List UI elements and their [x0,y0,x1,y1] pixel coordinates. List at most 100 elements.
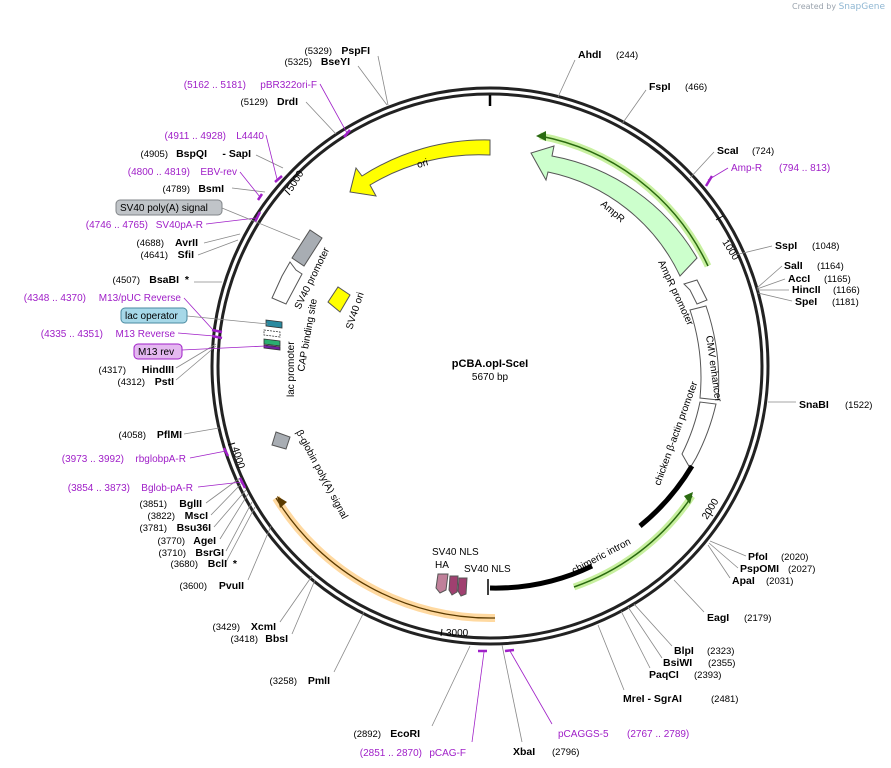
site-line-fspi [621,89,647,125]
site-line-sfii [197,239,239,256]
site-line-pmli [333,611,365,673]
primer-mark-l4440 [274,175,283,183]
primer-line-sv40pa-r [205,217,257,225]
site-pos: (2355) [708,658,735,669]
ampr-direction-line [539,135,709,267]
site-name: SpeI [795,296,817,308]
ampr-arrow [530,145,698,277]
site-pos: (4312) [118,377,145,388]
site-line-bsu36i [213,489,247,528]
m13-rev-box [133,343,183,360]
ruler-tick-3000 [440,628,443,637]
primer-range: (3973 .. 3992) [62,454,124,465]
globin-direction-head [277,496,287,508]
site-line-hindiii [175,343,217,369]
site-name: XcmI [251,621,276,633]
site-pos: (4317) [99,365,126,376]
site-pos: (4905) [141,149,168,160]
site-line-eagi [673,579,705,613]
primer-name: pCAGGS-5 [558,729,609,740]
site-name: PspFI [341,45,370,57]
site-name: DrdI [277,96,298,108]
backbone-outer-ring [210,86,770,646]
site-line-bbsi [291,579,316,635]
site-name: BsaBI [149,274,179,286]
site-name: SnaBI [799,399,829,411]
primer-name: Amp-R [731,163,762,174]
site-line-pflmi [183,427,220,435]
site-line-paqci [620,610,651,669]
site-line-agei [219,493,249,540]
site-line-acci [756,278,786,290]
primer-range: (4911 .. 4928) [164,131,226,142]
site-name: SalI [784,260,803,272]
credit-prefix: Created by [792,2,837,11]
site-name: PvuII [219,580,244,592]
sv40-promoter-arrow [271,261,303,305]
right-sites: AhdI (244) FspI (466) ScaI (724) SspI (1… [501,49,872,758]
site-line-pfoi [709,540,747,557]
primer-name: rbglobpA-R [135,454,186,465]
site-line-sali [756,265,783,289]
site-pos: (2892) [354,729,381,740]
sv40-nls-block-b [457,577,468,597]
ruler-tick-5000 [284,189,291,196]
site-line-ahdi [557,59,576,98]
site-pos: (2323) [707,646,734,657]
site-name: ApaI [732,575,755,587]
site-pos: (3781) [140,523,167,534]
site-pos: (1165) [824,274,851,285]
primer-line-bglob-pa-r [197,481,243,488]
site-line-bsrgi [225,501,253,552]
site-line-mrei [597,624,625,691]
backbone-inner-ring [216,92,764,640]
site-pos: (3418) [231,634,258,645]
primer-name: EBV-rev [200,167,237,178]
primer-name: Bglob-pA-R [141,483,193,494]
site-pos: (2393) [694,670,721,681]
plasmid-name: pCBA.opI-SceI [452,358,528,370]
site-pos: (3258) [270,676,297,687]
site-mark: * [185,274,190,286]
sv40-nls-label-a: SV40 NLS [432,547,479,558]
beta-globin-block [271,431,291,450]
site-mark: * [233,558,238,570]
site-name: SfiI [178,249,194,261]
intron-direction-line [573,495,693,588]
site-line-ecori [431,645,471,727]
site-name: PstI [155,376,174,388]
site-pos: (3600) [180,581,207,592]
primer-mark-pbr322ori-f [343,129,351,138]
primer-line-m13-reverse [177,332,215,337]
primer-name: L4440 [236,131,264,142]
site-line-msci [210,482,243,516]
site-pos: (2179) [744,613,771,624]
site-pos: (3710) [159,548,186,559]
site-name: AvrII [175,237,198,249]
boxed-labels: SV40 poly(A) signal lac operator M13 rev [115,199,301,360]
primer-mark-rbglobpa-r [222,447,230,457]
lac-promoter-block [265,319,283,329]
site-pos: (1166) [833,285,860,296]
sv40-polyA-label: SV40 poly(A) signal [120,203,208,214]
primer-range: (4335 .. 4351) [41,329,103,340]
primer-name: pBR322ori-F [260,80,317,91]
site-name: BsrGI [195,547,224,559]
site-pos: (2027) [788,564,815,575]
site-pos: (2020) [781,552,808,563]
primer-line-pcaggs-5 [509,650,553,725]
sv40-nls-bar [489,563,594,591]
site-pos: (5329) [305,46,332,57]
m13-rev-leader [181,345,267,351]
site-name: PspOMI [740,563,779,575]
primer-range: (4746 .. 4765) [86,220,148,231]
primer-range: (3854 .. 3873) [68,483,130,494]
plasmid-length: 5670 bp [472,372,509,383]
ruler-tick-1000 [715,215,724,221]
intron-direction-head [684,492,693,504]
primer-range: (794 .. 813) [779,163,830,174]
site-line-pspfi [377,55,389,106]
site-line-psti [175,345,217,381]
site-line-blpi [633,603,673,647]
